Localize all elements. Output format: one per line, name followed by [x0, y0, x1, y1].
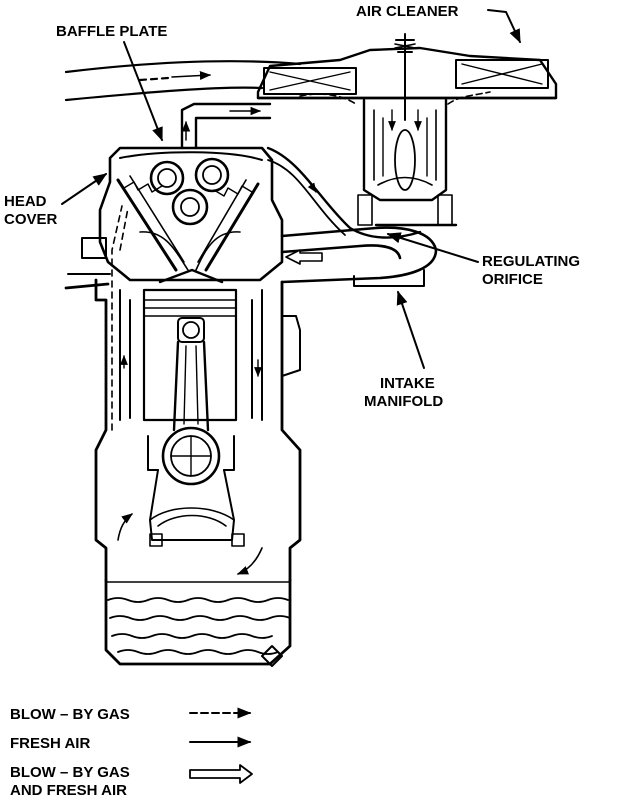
oil-pan — [104, 578, 292, 667]
intake-manifold-label-line1: INTAKE — [380, 375, 435, 392]
air-intake-duct — [64, 60, 302, 102]
legend-item-blowby: BLOW – BY GAS — [10, 706, 252, 723]
regulating-orifice-label-line2: ORIFICE — [482, 271, 543, 288]
breather-hose — [180, 102, 422, 239]
intake-manifold-label-line2: MANIFOLD — [364, 393, 443, 410]
cylinder-block — [64, 205, 302, 582]
legend-item-fresh-air: FRESH AIR — [10, 735, 252, 752]
legend-mixed-label-line2: AND FRESH AIR — [10, 782, 127, 799]
hollow-arrow-icon — [189, 764, 253, 784]
label-air-cleaner: AIR CLEANER — [356, 3, 521, 44]
label-head-cover: HEAD COVER — [4, 173, 108, 228]
cylinder-head — [98, 146, 284, 284]
label-baffle-plate: BAFFLE PLATE — [56, 23, 167, 142]
head-cover-label-line2: COVER — [4, 211, 58, 228]
legend-fresh-air-label: FRESH AIR — [10, 735, 90, 752]
baffle-plate-label: BAFFLE PLATE — [56, 23, 167, 40]
legend-mixed-label-line1: BLOW – BY GAS — [10, 764, 130, 781]
head-cover-label-line1: HEAD — [4, 193, 47, 210]
regulating-orifice-label-line1: REGULATING — [482, 253, 580, 270]
label-regulating-orifice: REGULATING ORIFICE — [386, 232, 580, 288]
intake-manifold — [280, 226, 438, 287]
legend: BLOW – BY GAS FRESH AIR BLOW – BY GAS AN… — [10, 706, 253, 799]
label-intake-manifold: INTAKE MANIFOLD — [364, 290, 443, 410]
legend-item-mixed: BLOW – BY GAS AND FRESH AIR — [10, 764, 253, 799]
legend-blowby-label: BLOW – BY GAS — [10, 706, 130, 723]
air-cleaner-label: AIR CLEANER — [356, 3, 459, 20]
air-cleaner-housing — [256, 33, 558, 227]
